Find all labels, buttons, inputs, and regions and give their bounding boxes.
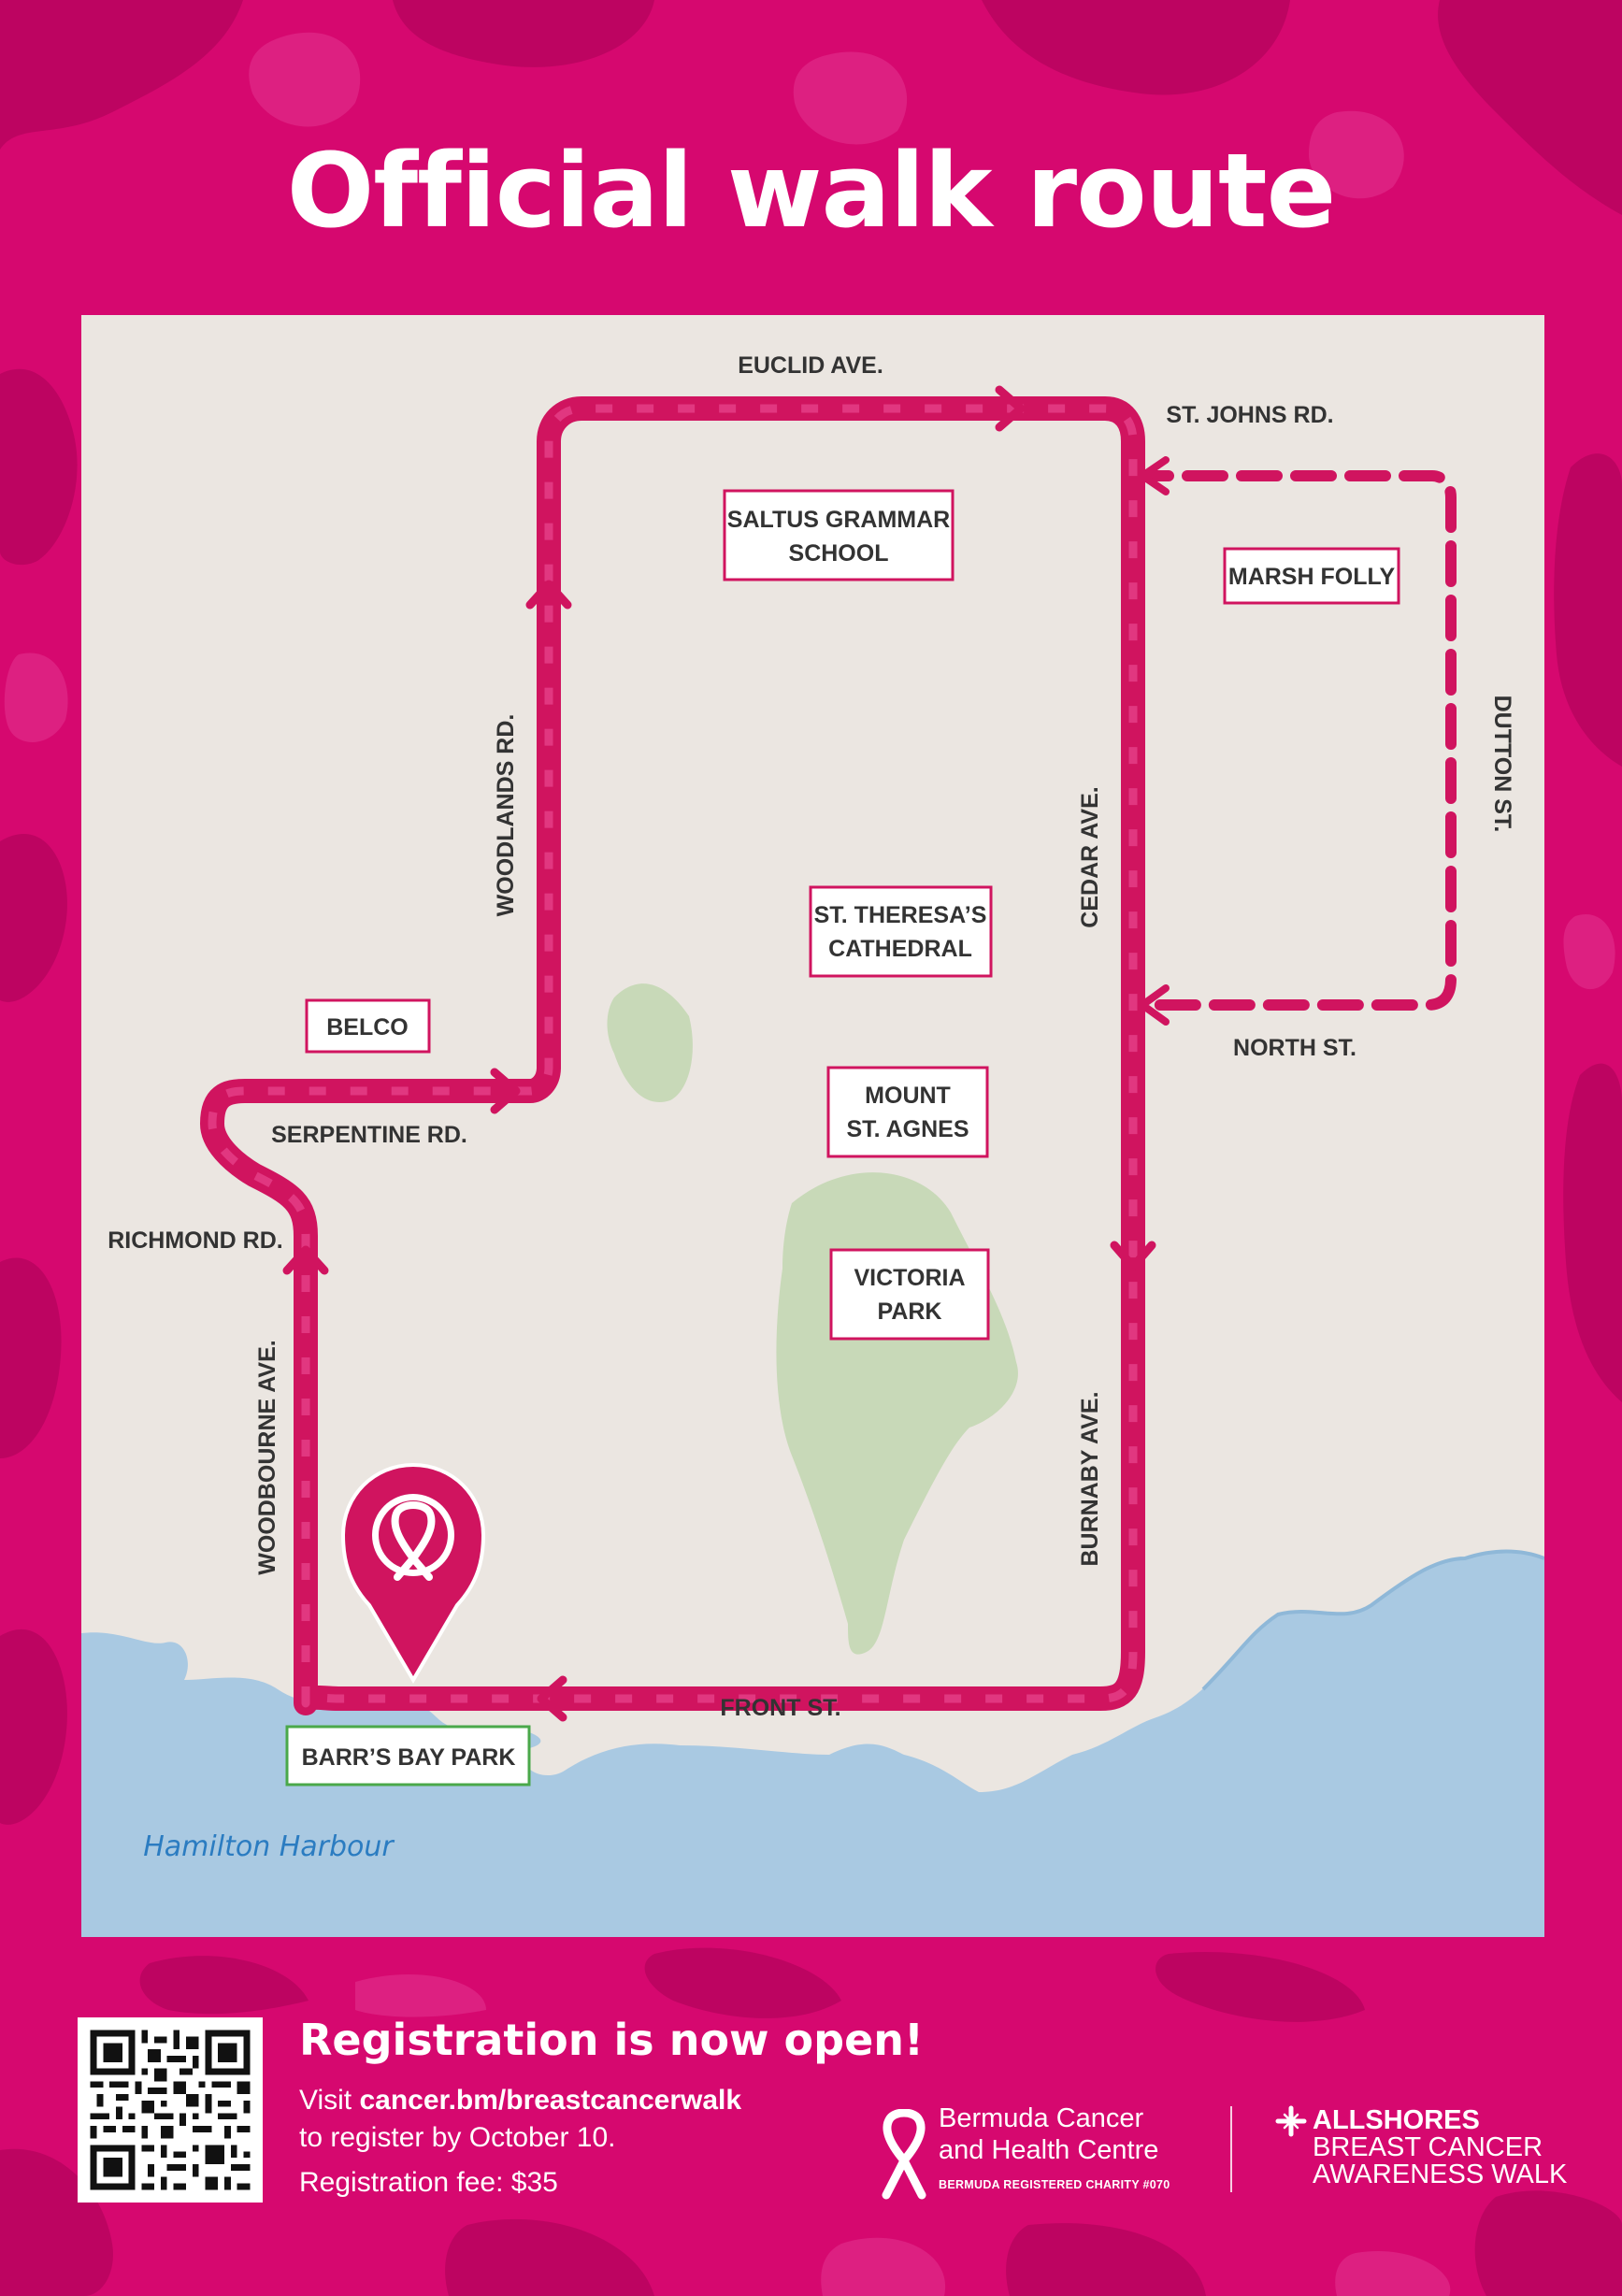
water-label: Hamilton Harbour [143,1830,395,1863]
arrow-serpentine [490,1068,521,1114]
park-small [607,983,693,1102]
svg-text:BARR’S BAY PARK: BARR’S BAY PARK [302,1744,516,1771]
allshores-line1: ALLSHORES [1313,2105,1480,2135]
svg-text:ST. THERESA’S: ST. THERESA’S [814,902,987,928]
logo-divider [1230,2106,1232,2192]
bchc-charity-number: BERMUDA REGISTERED CHARITY #070 [939,2178,1170,2191]
arrow-woodbourne [282,1245,329,1275]
arrow-cedar [1110,1241,1156,1271]
registration-visit-line: Visit cancer.bm/breastcancerwalk [299,2085,741,2117]
water-hamilton-harbour [81,1551,1544,1937]
arrow-euclid [995,385,1026,432]
route-dashed-loop [1127,470,1457,1011]
landmark-belco: BELCO [305,998,431,1054]
street-front-st: FRONT ST. [720,1695,840,1721]
qr-code[interactable] [78,2017,263,2203]
registration-url-link[interactable]: cancer.bm/breastcancerwalk [359,2085,742,2116]
svg-text:SCHOOL: SCHOOL [789,540,889,567]
svg-text:SALTUS GRAMMAR: SALTUS GRAMMAR [727,507,950,533]
street-woodbourne-ave: WOODBOURNE AVE. [254,1340,280,1574]
registration-deadline: to register by October 10. [299,2122,616,2153]
street-burnaby-ave: BURNABY AVE. [1077,1391,1103,1566]
bchc-logo: Bermuda Cancer and Health Centre BERMUDA… [879,2103,1178,2206]
water-edge [1201,1549,1544,1691]
landmark-marsh-folly: MARSH FOLLY [1223,547,1400,605]
landmark-mount-st-agnes: MOUNT ST. AGNES [826,1066,989,1158]
svg-text:VICTORIA: VICTORIA [854,1265,966,1291]
street-st-johns-rd: ST. JOHNS RD. [1166,402,1333,428]
svg-text:BELCO: BELCO [326,1014,409,1040]
street-north-st: NORTH ST. [1233,1035,1356,1061]
street-euclid-ave: EUCLID AVE. [738,352,883,379]
ribbon-logo-icon [882,2109,926,2200]
svg-text:PARK: PARK [878,1299,942,1325]
svg-text:ST. AGNES: ST. AGNES [846,1116,969,1142]
cross-logo-icon [1275,2105,1307,2137]
allshores-line2: BREAST CANCER [1313,2132,1543,2162]
svg-text:MARSH FOLLY: MARSH FOLLY [1228,564,1396,590]
start-point-barrs-bay-park: BARR’S BAY PARK [285,1725,531,1787]
arrow-woodlands [525,580,572,610]
route-map: EUCLID AVE. ST. JOHNS RD. WOODLANDS RD. … [81,315,1544,1937]
registration-heading: Registration is now open! [299,2015,925,2065]
bchc-name-line2: and Health Centre [939,2135,1159,2165]
svg-text:MOUNT: MOUNT [865,1083,951,1109]
landmark-victoria-park: VICTORIA PARK [829,1248,990,1341]
route-main-texture [208,404,1138,1708]
ribbon-pin-icon [340,1462,486,1684]
arrow-front [537,1675,567,1722]
registration-visit-text: Visit [299,2085,352,2116]
street-woodlands-rd: WOODLANDS RD. [493,714,519,917]
landmark-saltus: SALTUS GRAMMAR SCHOOL [723,489,955,581]
allshores-line3: AWARENESS WALK [1313,2160,1568,2189]
bchc-name-line1: Bermuda Cancer [939,2103,1144,2133]
street-serpentine-rd: SERPENTINE RD. [271,1122,467,1148]
street-dutton-st: DUTTON ST. [1489,696,1515,833]
landmark-st-theresas: ST. THERESA’S CATHEDRAL [809,885,993,978]
street-cedar-ave: CEDAR AVE. [1077,786,1103,927]
page-title: Official walk route [286,131,1336,251]
svg-text:CATHEDRAL: CATHEDRAL [828,936,972,962]
registration-fee: Registration fee: $35 [299,2167,558,2198]
street-richmond-rd: RICHMOND RD. [108,1227,283,1254]
allshores-logo: ALLSHORES BREAST CANCER AWARENESS WALK [1271,2105,1571,2199]
